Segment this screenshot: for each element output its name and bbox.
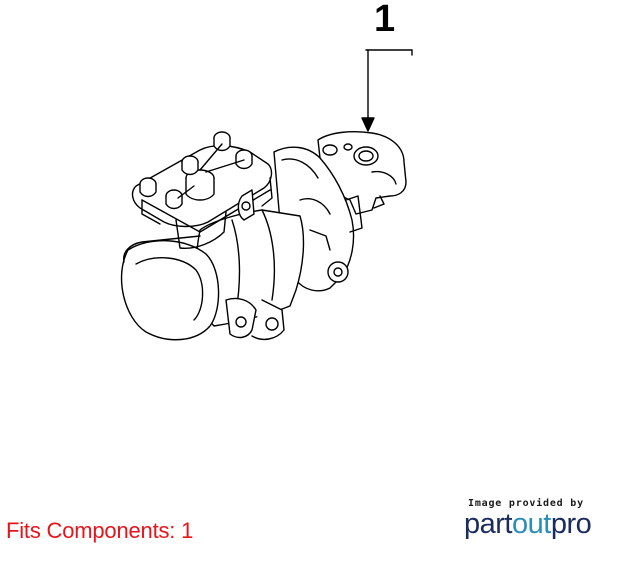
logo-caption: Image provided by [468,498,584,509]
logo-word-part: part [464,508,512,540]
logo-wordmark: partoutpro [464,508,592,541]
gear-cylinder [195,209,305,341]
logo-word-pro: pro [550,508,592,540]
logo-word-out: out [511,508,551,540]
top-cover-plate [131,131,273,249]
input-end-cap [120,235,220,341]
steering-gear-diagram [120,49,413,341]
fits-components-label: Fits Components: 1 [6,518,194,543]
callout-leader [361,49,413,132]
partoutpro-logo: Image provided by partoutpro [462,498,622,548]
callout-number[interactable]: 1 [374,0,396,40]
